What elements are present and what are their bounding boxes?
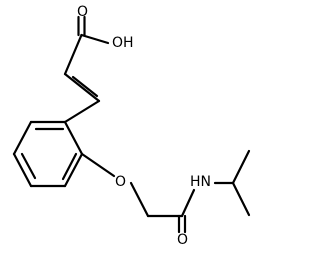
atom-label-hydroxyl: OH — [112, 35, 134, 51]
bond-vinyl-ring — [63, 99, 101, 124]
atom-label-carbonyl-o-acid: O — [77, 4, 88, 20]
ring-inner-bond-2 — [20, 152, 37, 180]
bond-alkene-inner — [71, 75, 99, 98]
bond-acid-alpha — [63, 33, 83, 76]
bond-acid-c-oh — [80, 33, 110, 45]
bond-isopropyl-methyl-lower — [231, 181, 251, 217]
atom-label-amide-n: HN — [190, 174, 211, 190]
structure-diagram: O OH O HN O — [12, 4, 251, 248]
bond-ether-ch2 — [129, 181, 150, 218]
ring-bond-6 — [63, 120, 84, 156]
ring-bond-5 — [63, 152, 84, 188]
atom-label-ether-o: O — [115, 174, 126, 190]
ring-bond-3 — [12, 152, 33, 188]
bond-carbonyl-nh — [180, 188, 196, 218]
ring-bond-2 — [12, 120, 33, 156]
atom-label-amide-o: O — [177, 232, 188, 248]
bond-isopropyl-methyl-upper — [231, 149, 251, 185]
bond-ring-ether — [80, 152, 116, 178]
bond-alkene-outer — [63, 72, 101, 103]
ring-inner-bond-3 — [61, 152, 78, 181]
